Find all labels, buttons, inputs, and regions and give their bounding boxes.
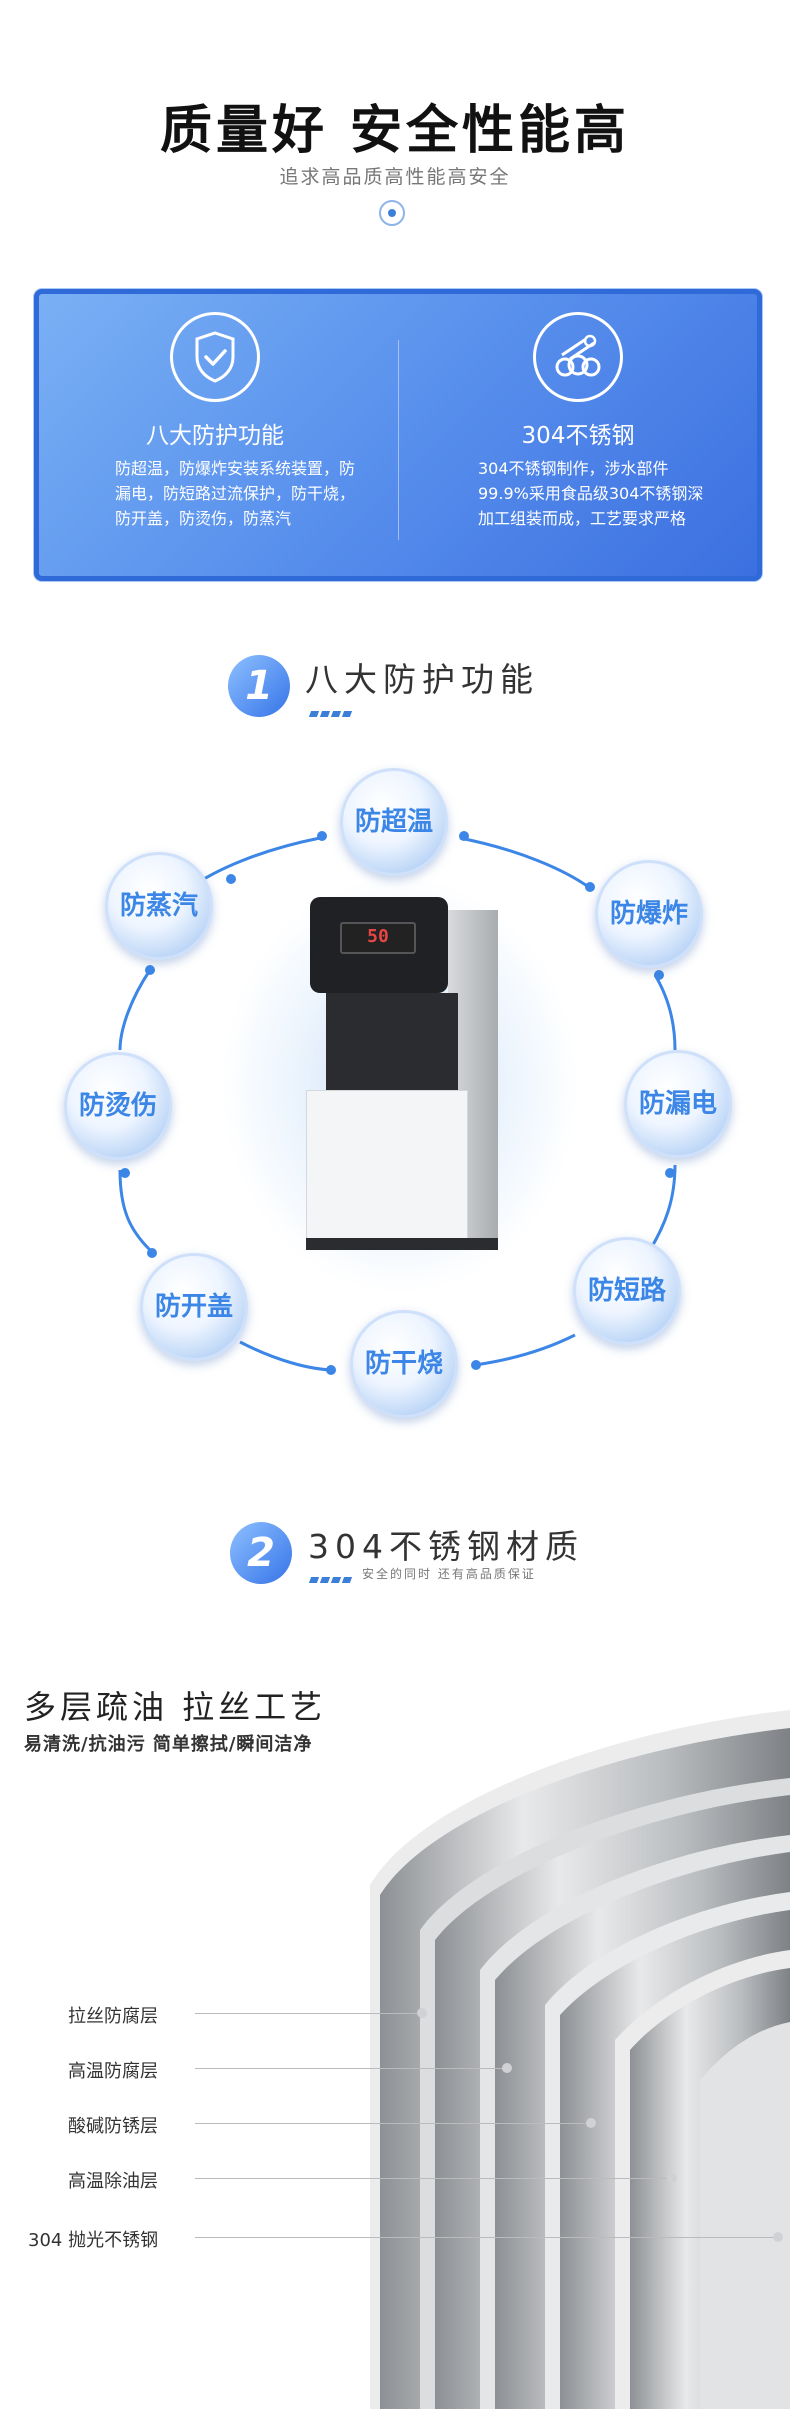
- machine-base: [306, 1238, 498, 1250]
- steel-subline: 易清洗/抗油污 简单擦拭/瞬间洁净: [24, 1734, 313, 1755]
- protection-bubble-mid-right: 防漏电: [624, 1050, 732, 1158]
- section-2-subtitle: 安全的同时 还有高品质保证: [362, 1567, 536, 1581]
- ring-node: [145, 965, 155, 975]
- card-divider: [398, 340, 399, 540]
- card-left-body: 防超温，防爆炸安装系统装置，防漏电，防短路过流保护，防干烧，防开盖，防烫伤，防蒸…: [115, 459, 356, 528]
- ring-node: [471, 1360, 481, 1370]
- layer-dot: [502, 2063, 512, 2073]
- ring-node: [654, 970, 664, 980]
- features-card: [34, 289, 762, 581]
- machine-dispense-area: [326, 993, 458, 1093]
- section-2-bars: [308, 1568, 354, 1587]
- layer-leader-line: [195, 2123, 590, 2124]
- ring-node: [226, 874, 236, 884]
- scroll-dot-icon: [379, 200, 405, 226]
- layer-label: 304 抛光不锈钢: [28, 2230, 159, 2251]
- card-left-title: 八大防护功能: [146, 423, 284, 449]
- protection-bubble-mid-left: 防烫伤: [64, 1052, 172, 1160]
- protection-bubble-upper-left: 防蒸汽: [105, 852, 213, 960]
- layer-leader-line: [195, 2068, 505, 2069]
- steel-pipes-icon: [533, 312, 623, 402]
- card-right-body: 304不锈钢制作，涉水部件99.9%采用食品级304不锈钢深加工组装而成，工艺要…: [478, 459, 704, 528]
- layer-label: 酸碱防锈层: [68, 2116, 158, 2137]
- protection-bubble-top: 防超温: [340, 768, 448, 876]
- section-1-bars: [308, 702, 354, 721]
- section-2-badge: 2: [230, 1522, 292, 1584]
- section-2-title: 304不锈钢材质: [308, 1527, 584, 1566]
- section-1-title: 八大防护功能: [305, 660, 539, 699]
- protection-bubble-lower-left: 防开盖: [140, 1253, 248, 1361]
- protection-bubble-upper-right: 防爆炸: [595, 860, 703, 968]
- layer-label: 拉丝防腐层: [68, 2006, 158, 2027]
- protection-bubble-bottom: 防干烧: [350, 1310, 458, 1418]
- ring-node: [120, 1168, 130, 1178]
- ring-node: [585, 882, 595, 892]
- machine-display-value: 50: [367, 926, 389, 947]
- layer-label: 高温防腐层: [68, 2061, 158, 2082]
- section-1-badge: 1: [228, 655, 290, 717]
- layer-dot: [586, 2118, 596, 2128]
- layer-dot: [667, 2173, 677, 2183]
- ring-node: [459, 831, 469, 841]
- layer-leader-line: [195, 2178, 670, 2179]
- machine-display: 50: [340, 922, 416, 954]
- card-right-title: 304不锈钢: [521, 423, 635, 449]
- page-subtitle: 追求高品质高性能高安全: [279, 166, 511, 188]
- steel-headline: 多层疏油 拉丝工艺: [24, 1688, 327, 1726]
- machine-cabinet-door: [306, 1090, 468, 1242]
- ring-node: [317, 831, 327, 841]
- layer-leader-line: [195, 2237, 775, 2238]
- ring-node: [665, 1168, 675, 1178]
- layer-dot: [417, 2008, 427, 2018]
- layer-label: 高温除油层: [68, 2171, 158, 2192]
- layer-dot: [773, 2232, 783, 2242]
- steel-layers-illustration: [370, 1710, 790, 2409]
- shield-check-icon: [170, 312, 260, 402]
- layer-leader-line: [195, 2013, 420, 2014]
- ring-node: [147, 1248, 157, 1258]
- protection-bubble-lower-right: 防短路: [573, 1237, 681, 1345]
- ring-node: [326, 1365, 336, 1375]
- page-title: 质量好 安全性能高: [159, 101, 631, 161]
